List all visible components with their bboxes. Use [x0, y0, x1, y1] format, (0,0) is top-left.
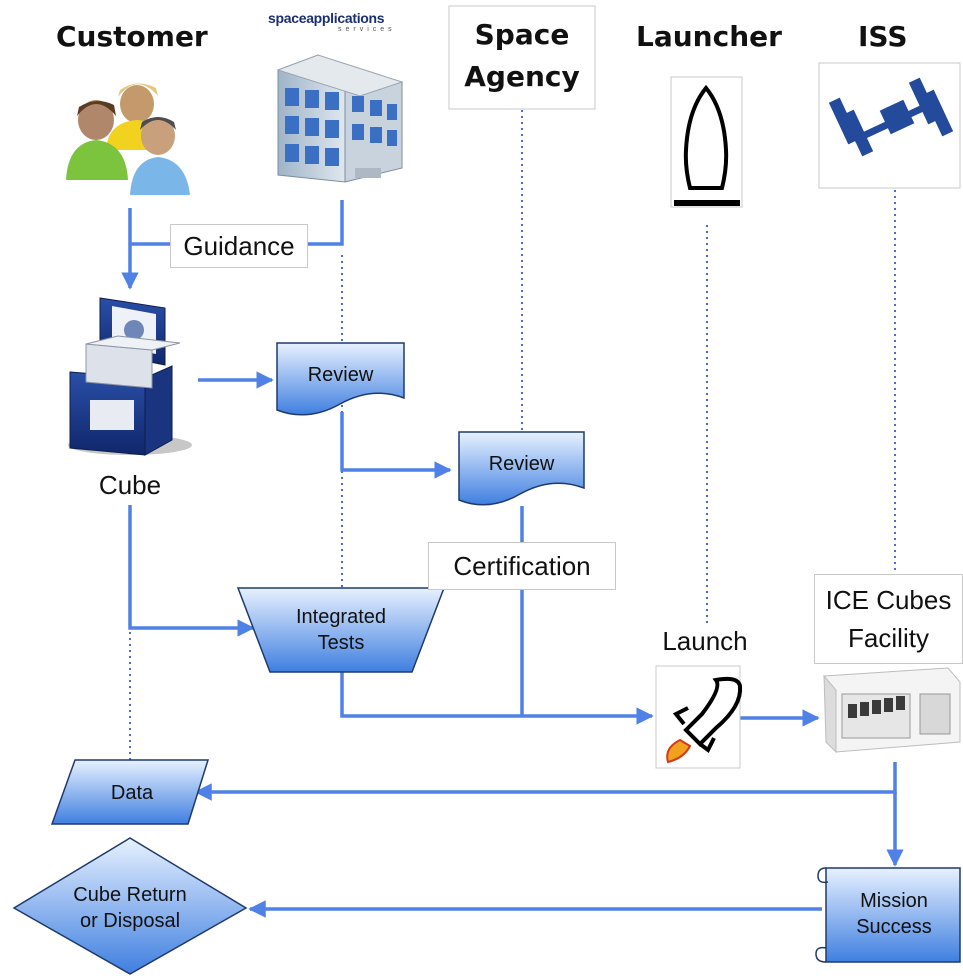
integrated-tests-label: Integrated Tests: [270, 600, 412, 660]
data-node-label: Data: [110, 782, 154, 804]
mission-success-label: Mission Success: [832, 884, 956, 944]
lifelines: [129, 110, 896, 762]
space-applications-logo-subtext: services: [338, 26, 396, 33]
cube-label: Cube: [98, 470, 162, 500]
ice-cube-box-icon: [68, 297, 192, 456]
cube-return-label: Cube Return or Disposal: [50, 878, 210, 938]
ice-cubes-facility-line-1: ICE Cubes: [825, 585, 952, 615]
cube-return-line-1: Cube Return: [73, 884, 187, 906]
launcher-column-title: Launcher: [636, 20, 782, 53]
ice-cubes-facility-line-2: Facility: [848, 623, 929, 653]
cube-return-line-2: or Disposal: [79, 910, 181, 932]
mission-success-line-2: Success: [856, 916, 932, 938]
facility-to-data-arrow: [194, 762, 897, 801]
integrated-tests-shape: [236, 587, 446, 673]
customer-column-title: Customer: [56, 20, 208, 53]
space-applications-building-icon: [276, 54, 404, 183]
space-agency-line-2: Agency: [464, 60, 580, 93]
review-node-2-label: Review: [488, 453, 555, 475]
iss-station-icon: [818, 62, 961, 189]
certification-label: Certification: [428, 542, 616, 590]
iss-column-title: ISS: [858, 20, 908, 53]
customer-people-icon: [66, 83, 190, 195]
space-agency-line-1: Space: [474, 18, 570, 51]
integrated-tests-line-2: Tests: [317, 632, 365, 654]
cube-to-tests-arrow: [128, 505, 255, 637]
mission-success-node-shape: [815, 867, 961, 963]
ice-cubes-facility-label: ICE Cubes Facility: [814, 574, 963, 664]
ice-cubes-facility-icon: [823, 667, 961, 754]
launcher-rocket-icon: [670, 76, 743, 208]
launch-rocket-icon: [655, 665, 743, 769]
space-agency-column-title: Space Agency: [449, 14, 595, 98]
space-applications-logo-text: spaceapplications: [268, 10, 385, 26]
flow-arrows: [121, 200, 904, 918]
mission-success-line-1: Mission: [860, 890, 928, 912]
space-agency-box: [448, 5, 596, 110]
review-node-2-shape: [458, 431, 585, 506]
space-applications-logo: spaceapplications services: [268, 10, 418, 46]
launch-label: Launch: [662, 626, 748, 656]
review-to-review-arrow: [340, 412, 452, 479]
guidance-label: Guidance: [170, 224, 308, 268]
tests-to-launch-line: [340, 672, 654, 725]
integrated-tests-line-1: Integrated: [295, 606, 387, 628]
review-node-1-shape: [276, 342, 405, 416]
review-node-1-label: Review: [307, 364, 374, 386]
cube-return-node-shape: [12, 837, 248, 975]
data-node-shape: [50, 759, 210, 825]
